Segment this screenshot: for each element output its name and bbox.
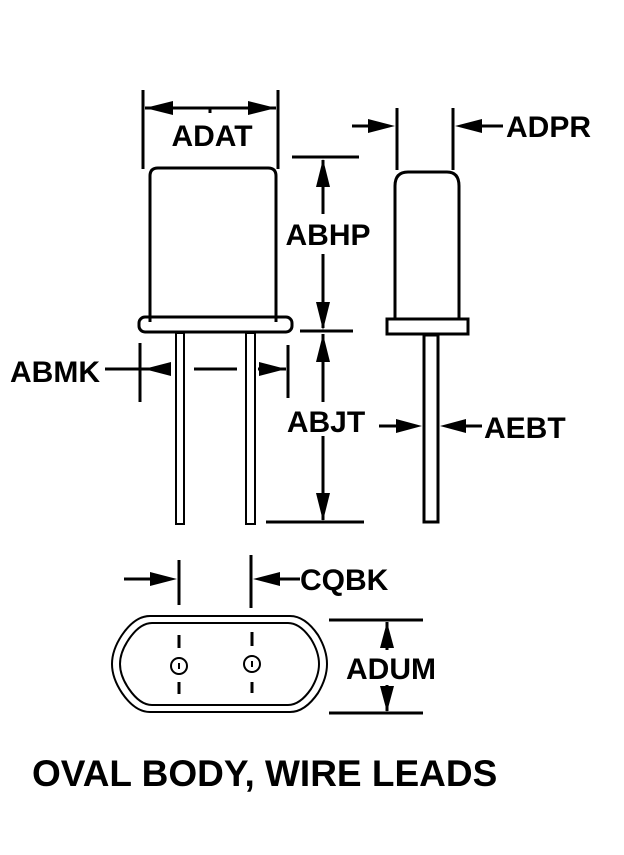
label-aebt: AEBT: [484, 412, 566, 445]
oval-inner: [118, 622, 321, 706]
dimension-adum: ADUM: [329, 618, 436, 715]
label-adat: ADAT: [171, 120, 252, 153]
dimension-adpr: ADPR: [352, 108, 591, 170]
oval-outer: [110, 615, 329, 713]
front-flange: [137, 315, 294, 334]
dimension-adat: ADAT: [141, 90, 280, 169]
label-abjt: ABJT: [287, 406, 365, 439]
label-abhp: ABHP: [285, 219, 370, 252]
side-view: [385, 170, 470, 524]
label-cqbk: CQBK: [300, 564, 389, 597]
dimension-abmk: ABMK: [10, 343, 290, 402]
dimension-abhp: ABHP: [285, 155, 371, 333]
side-lead: [422, 333, 440, 524]
front-body: [148, 166, 278, 322]
side-flange: [385, 317, 470, 336]
label-adpr: ADPR: [506, 111, 591, 144]
pin-right: [243, 655, 261, 673]
front-lead-right: [245, 332, 256, 525]
diagram-caption: OVAL BODY, WIRE LEADS: [32, 753, 497, 794]
label-adum: ADUM: [346, 653, 436, 686]
pin-left: [170, 657, 188, 675]
dimension-aebt: AEBT: [379, 412, 566, 445]
dimension-cqbk: CQBK: [124, 555, 389, 608]
dimension-abjt: ABJT: [266, 334, 365, 524]
front-view: [137, 166, 294, 525]
label-abmk: ABMK: [10, 356, 100, 389]
front-lead-left: [175, 332, 185, 525]
side-body: [393, 170, 461, 320]
bottom-view: [110, 615, 329, 713]
